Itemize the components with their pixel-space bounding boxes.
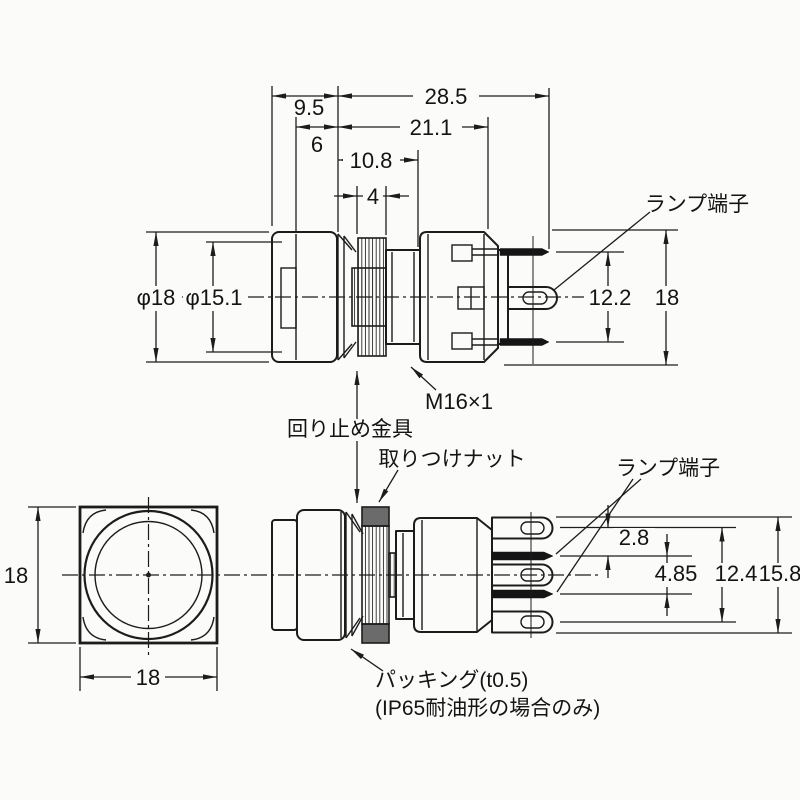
dim-overall-depth: 28.5 bbox=[425, 84, 468, 109]
switch-terminal-pin bbox=[499, 248, 550, 256]
label-anti-rotation: 回り止め金具 bbox=[287, 418, 413, 441]
dim-body-height: 18 bbox=[655, 285, 679, 310]
top-side-view: 28.5 9.5 21.1 6 10.8 4 φ18 φ15.1 12.2 18… bbox=[130, 84, 749, 503]
dim-cap-diameter: φ18 bbox=[137, 285, 176, 310]
dim-front-height: 18 bbox=[4, 563, 28, 588]
dim-lamp-terminal-offset: 2.8 bbox=[619, 525, 650, 550]
lamp-terminal-leader-bottom-2 bbox=[556, 478, 634, 593]
dim-thread-depth: 10.8 bbox=[350, 148, 393, 173]
dim-cap-depth: 9.5 bbox=[294, 95, 325, 120]
dim-terminal-span: 12.4 bbox=[715, 561, 758, 586]
dim-switch-terminal-offset: 4.85 bbox=[655, 561, 698, 586]
thread-spec-leader bbox=[410, 366, 437, 391]
terminal-section-top bbox=[451, 244, 473, 262]
terminal-tab bbox=[491, 516, 554, 540]
terminals-top-view bbox=[499, 236, 558, 364]
lamp-terminal-leader-bottom-1 bbox=[555, 478, 642, 555]
label-thread-spec: M16×1 bbox=[425, 389, 493, 414]
bottom-side-view: 2.8 4.85 12.4 15.8 ランプ端子 パッキング(t0.5) (IP… bbox=[62, 457, 800, 720]
label-packing-note: (IP65耐油形の場合のみ) bbox=[375, 697, 600, 720]
switch-terminal-pin bbox=[499, 338, 550, 346]
extension-lines-bottom bbox=[556, 516, 792, 634]
label-mounting-nut: 取りつけナット bbox=[378, 448, 525, 471]
lamp-terminal-leader-top bbox=[553, 211, 651, 291]
cap-notch bbox=[280, 267, 297, 329]
front-view: 18 18 bbox=[4, 497, 219, 691]
dim-cap-step: 6 bbox=[311, 132, 323, 157]
extension-lines-top bbox=[146, 86, 678, 366]
label-packing: パッキング(t0.5) bbox=[375, 669, 528, 692]
label-lamp-terminal-top: ランプ端子 bbox=[645, 193, 749, 216]
terminal-tab bbox=[491, 610, 554, 634]
terminal-section-bottom bbox=[451, 332, 473, 350]
label-lamp-terminal-bottom: ランプ端子 bbox=[616, 457, 720, 480]
dim-terminal-pitch: 12.2 bbox=[589, 285, 632, 310]
mounting-nut-bottom bbox=[361, 623, 390, 644]
mounting-nut-leader bbox=[378, 469, 399, 503]
dim-body-depth: 21.1 bbox=[410, 115, 453, 140]
dim-button-diameter: φ15.1 bbox=[185, 285, 242, 310]
packing-leader bbox=[350, 648, 384, 672]
dim-total-terminal-span: 15.8 bbox=[759, 561, 800, 586]
lamp-terminal-hole bbox=[522, 291, 548, 305]
lamp-terminal-tab bbox=[491, 551, 554, 561]
mounting-nut-top bbox=[361, 506, 390, 527]
dim-front-width: 18 bbox=[136, 665, 160, 690]
dim-ring-thickness: 4 bbox=[367, 184, 379, 209]
lamp-terminal-tab bbox=[491, 589, 554, 599]
